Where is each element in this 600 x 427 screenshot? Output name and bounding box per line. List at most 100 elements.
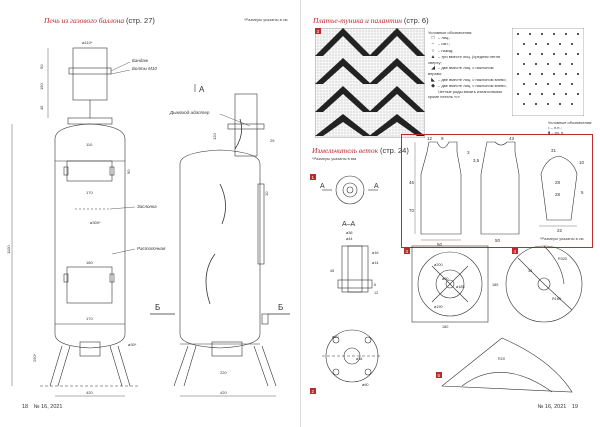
- label-bandage: Бандаж: [132, 58, 149, 63]
- badge-5: 5: [438, 373, 441, 378]
- badge-4: 4: [514, 249, 517, 254]
- dim: 45: [330, 269, 334, 273]
- dim: 5: [581, 190, 584, 195]
- dim: R320: [558, 257, 567, 261]
- badge-2: 2: [312, 389, 315, 394]
- dim: 38: [528, 269, 532, 273]
- legend-text: – две вместе лиц. с наклоном вправо;: [428, 65, 494, 77]
- dim: 3: [467, 150, 470, 155]
- dim: 220: [220, 370, 227, 375]
- knit-legend-2: Условные обозначения: • – л.п.; ▮ – из. …: [548, 120, 592, 136]
- stitch-icon: ◆: [431, 82, 435, 89]
- garment-units-note: *Размеры указаны в см: [540, 236, 584, 241]
- legend-item: ○– накид;: [428, 48, 508, 54]
- left-issue: № 16, 2021: [33, 404, 63, 410]
- dim: 46: [409, 180, 415, 185]
- dim: 70: [409, 208, 415, 213]
- label-firebox: Растопочная: [137, 246, 166, 251]
- shredder-title: Измельчитель веток: [312, 146, 379, 155]
- side-chimney: [234, 93, 258, 157]
- shredder-page-ref: (стр. 24): [379, 146, 409, 155]
- stitch-icon: ◢: [431, 65, 435, 72]
- tunic-heading: Платье-туника и палантин (стр. 6): [313, 16, 429, 25]
- bandage-ring: [68, 67, 112, 75]
- dim: R20: [498, 357, 505, 361]
- dim: 6: [374, 283, 376, 287]
- dim: R180: [552, 297, 561, 301]
- legend-text: – две вместе лиц. с наклоном влево;: [438, 82, 507, 88]
- badge-1-bg: [310, 174, 316, 180]
- stitch-icon: ◣: [431, 76, 435, 83]
- dim: 9: [441, 136, 444, 141]
- dim: 150: [39, 83, 44, 90]
- dim: 10: [579, 160, 585, 165]
- left-page-number: 18: [22, 404, 29, 410]
- dim: ø190: [434, 305, 443, 309]
- dim: 28: [555, 180, 561, 185]
- legend-item: ▲– три вместе лиц. (средняя петля сверху…: [428, 54, 508, 65]
- legend2-title: Условные обозначения:: [548, 120, 593, 125]
- dim: 120: [212, 133, 217, 140]
- sleeve-piece: [540, 155, 578, 221]
- dim: ø16: [372, 251, 379, 255]
- dim: 1100: [6, 245, 11, 254]
- shredder-units-note: *Размеры указаны в мм: [312, 156, 357, 161]
- right-page-number: 19: [571, 404, 578, 410]
- dim: ø200: [434, 263, 443, 267]
- legend-text: – накид;: [438, 47, 454, 53]
- legend-text: – две вместе лиц. с наклоном влево;: [438, 76, 507, 82]
- ring-outer: [335, 175, 365, 205]
- dim: ø14: [372, 261, 379, 265]
- left-heading: Печь из газового баллона (стр. 27): [44, 16, 155, 25]
- dim: 50: [495, 238, 501, 243]
- section-a-right: А: [374, 183, 379, 190]
- dim: 250*: [32, 353, 37, 362]
- back-piece: [480, 141, 520, 235]
- right-issue: № 16, 2021: [537, 404, 567, 410]
- dim: ø34: [356, 357, 363, 361]
- stove-body-side: [179, 149, 261, 349]
- knit-chart-1: 3: [315, 28, 425, 138]
- dim: 180: [442, 325, 448, 329]
- dim: 50: [39, 64, 44, 69]
- dim: 50: [437, 242, 443, 246]
- stove-drawing: Бандаж Болты М10 Дымоход-адаптер Заслонк…: [6, 40, 290, 397]
- legend-item: ◢– две вместе лиц. с наклоном вправо;: [428, 65, 508, 76]
- bushing-section: [341, 245, 369, 293]
- dim: 12: [427, 136, 433, 141]
- label-bolts: Болты М10: [132, 66, 157, 71]
- tunic-page-ref: (стр. 6): [403, 16, 429, 25]
- dim: 10: [264, 191, 269, 196]
- badge-5-bg: [436, 372, 442, 378]
- label-chimney-adapter: Дымоход-адаптер: [169, 110, 210, 115]
- dim: ø110*: [82, 40, 93, 45]
- stitch-icon: ○: [431, 47, 435, 54]
- stitch-icon: −: [431, 41, 435, 48]
- dim: ø36: [346, 231, 353, 235]
- dim: 22: [557, 228, 563, 233]
- dim: ø10: [332, 335, 339, 339]
- dim: 43: [509, 136, 515, 141]
- stitch-icon: ▲: [430, 53, 436, 60]
- dim: ø50: [442, 277, 449, 281]
- badge-3: 3: [406, 249, 409, 254]
- stove-title: Печь из газового баллона: [44, 16, 125, 25]
- shredder-heading: Измельчитель веток (стр. 24): [312, 146, 409, 155]
- stove-body-front: [54, 123, 126, 349]
- dim: 90: [126, 169, 131, 174]
- dim: 28: [555, 192, 561, 197]
- lower-door: [66, 266, 113, 304]
- dim: 170: [86, 316, 93, 321]
- badge-3-bg: [404, 248, 410, 254]
- dim: 180: [86, 260, 93, 265]
- legend-text: – лиц.;: [438, 35, 451, 41]
- square-plate: [411, 245, 489, 323]
- dim: 31: [551, 148, 557, 153]
- legend2-item: • – л.п.;: [548, 125, 562, 131]
- tunic-title: Платье-туника и палантин: [313, 16, 403, 25]
- badge-1: 1: [312, 175, 315, 180]
- legend-item: −– изн.;: [428, 41, 508, 47]
- stitch-icon: □: [431, 35, 435, 42]
- legend-item: ◣– две вместе лиц. с наклоном влево;: [428, 77, 508, 83]
- label-flap: Заслонка: [137, 204, 157, 209]
